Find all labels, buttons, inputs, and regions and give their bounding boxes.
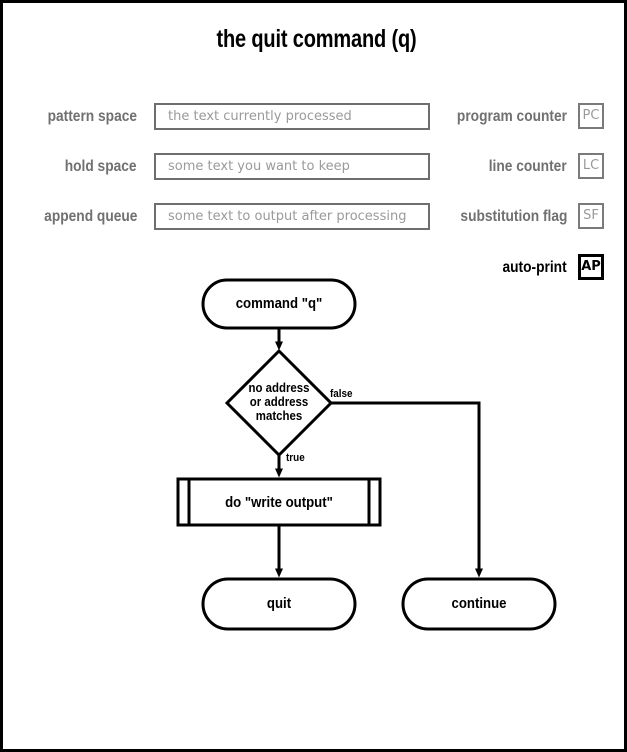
label-hold-space: hold space [65, 158, 137, 175]
flag-auto-print[interactable]: AP [578, 254, 604, 280]
node-quit-label: quit [266, 595, 292, 612]
label-pattern-space: pattern space [47, 108, 137, 125]
edge-decision-false [331, 401, 483, 578]
decision-line-2: or address [249, 394, 309, 409]
label-program-counter: program counter [456, 108, 567, 125]
flag-substitution-flag[interactable]: SF [578, 203, 604, 229]
input-hold-space[interactable]: some text you want to keep [154, 153, 430, 180]
label-auto-print: auto-print [502, 259, 567, 276]
label-substitution-flag: substitution flag [459, 208, 567, 225]
placeholder-pattern-space: the text currently processed [168, 109, 352, 124]
node-command-q-label: command "q" [235, 295, 323, 312]
node-do-write-output-label: do "write output" [225, 494, 333, 511]
flag-auto-print-abbr: AP [581, 259, 601, 274]
edge-label-true: true [286, 452, 305, 464]
input-pattern-space[interactable]: the text currently processed [154, 103, 430, 130]
node-continue[interactable] [401, 577, 557, 631]
label-append-queue: append queue [43, 208, 137, 225]
flag-substitution-flag-abbr: SF [583, 208, 599, 223]
flag-line-counter-abbr: LC [582, 158, 600, 173]
decision-line-1: no address [248, 380, 310, 395]
flag-line-counter[interactable]: LC [578, 153, 604, 179]
placeholder-hold-space: some text you want to keep [168, 159, 350, 174]
edge-label-false: false [330, 388, 353, 400]
label-line-counter: line counter [489, 158, 567, 175]
decision-line-3: matches [255, 408, 303, 423]
input-append-queue[interactable]: some text to output after processing [154, 203, 430, 230]
flowchart [176, 278, 557, 631]
node-do-write-output[interactable] [176, 477, 382, 527]
node-quit[interactable] [201, 577, 357, 631]
page-title: the quit command (q) [216, 25, 417, 53]
placeholder-append-queue: some text to output after processing [168, 209, 407, 224]
flag-program-counter-abbr: PC [582, 108, 600, 123]
node-continue-label: continue [451, 595, 507, 612]
flag-program-counter[interactable]: PC [578, 103, 604, 129]
node-decision-label: no address or address matches [231, 381, 328, 423]
